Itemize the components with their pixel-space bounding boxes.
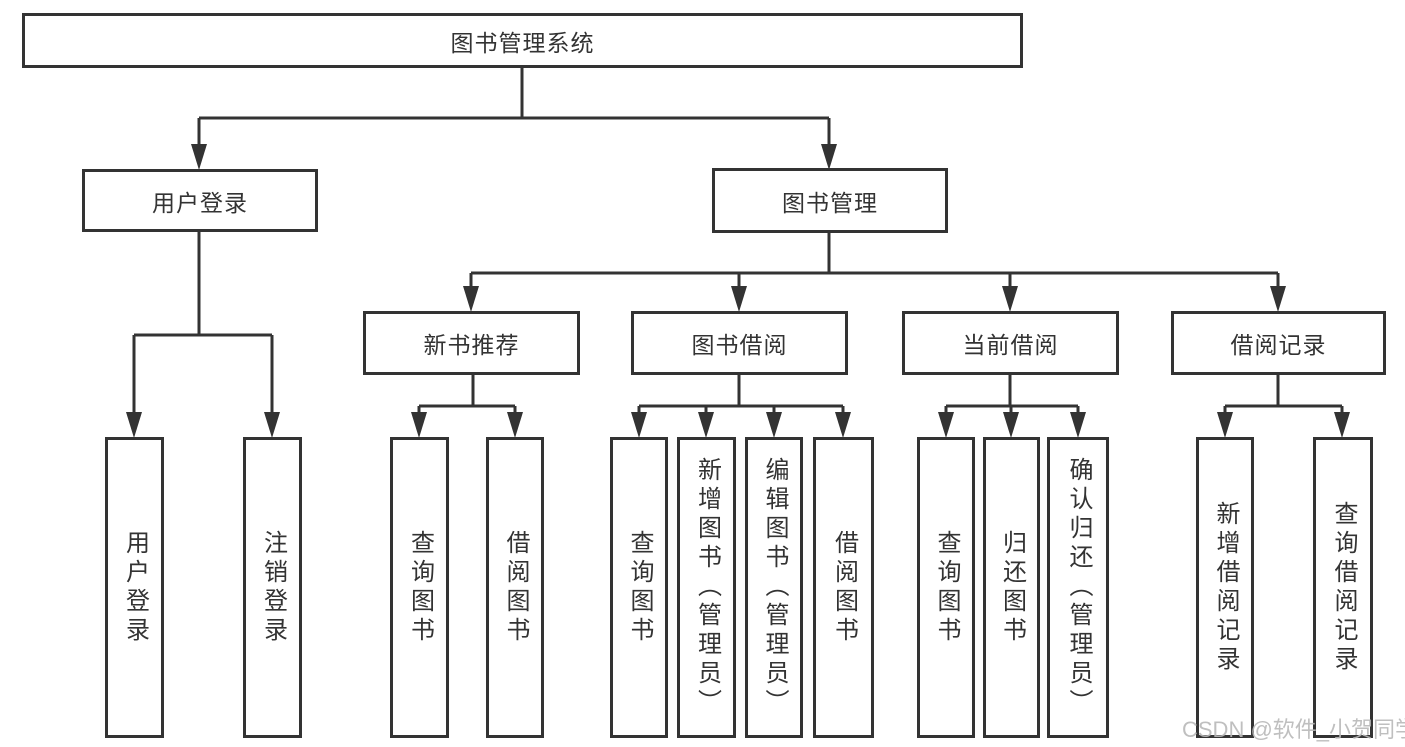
leaf-user-login: 用户登录 bbox=[105, 437, 164, 738]
leaf-recommend-query-books: 查询图书 bbox=[390, 437, 449, 738]
leaf-current-query-books: 查询图书 bbox=[917, 437, 975, 738]
leaf-add-borrow-record: 新增借阅记录 bbox=[1196, 437, 1254, 738]
node-root-system: 图书管理系统 bbox=[22, 13, 1023, 68]
leaf-borrow-books: 借阅图书 bbox=[813, 437, 874, 738]
node-book-borrowing: 图书借阅 bbox=[631, 311, 848, 375]
node-borrowing-records: 借阅记录 bbox=[1171, 311, 1386, 375]
node-book-management: 图书管理 bbox=[712, 168, 948, 233]
node-user-login: 用户登录 bbox=[82, 169, 318, 232]
leaf-edit-books-admin: 编辑图书（管理员） bbox=[745, 437, 803, 738]
node-current-borrowing: 当前借阅 bbox=[902, 311, 1119, 375]
leaf-logout: 注销登录 bbox=[243, 437, 302, 738]
leaf-recommend-borrow-books: 借阅图书 bbox=[486, 437, 544, 738]
leaf-query-borrow-record: 查询借阅记录 bbox=[1313, 437, 1373, 738]
leaf-add-books-admin: 新增图书（管理员） bbox=[677, 437, 736, 738]
leaf-return-books: 归还图书 bbox=[983, 437, 1040, 738]
node-new-book-recommend: 新书推荐 bbox=[363, 311, 580, 375]
leaf-borrowing-query-books: 查询图书 bbox=[610, 437, 668, 738]
csdn-watermark: CSDN @软件_小贺同学 bbox=[1182, 717, 1405, 742]
leaf-confirm-return-admin: 确认归还（管理员） bbox=[1047, 437, 1109, 738]
